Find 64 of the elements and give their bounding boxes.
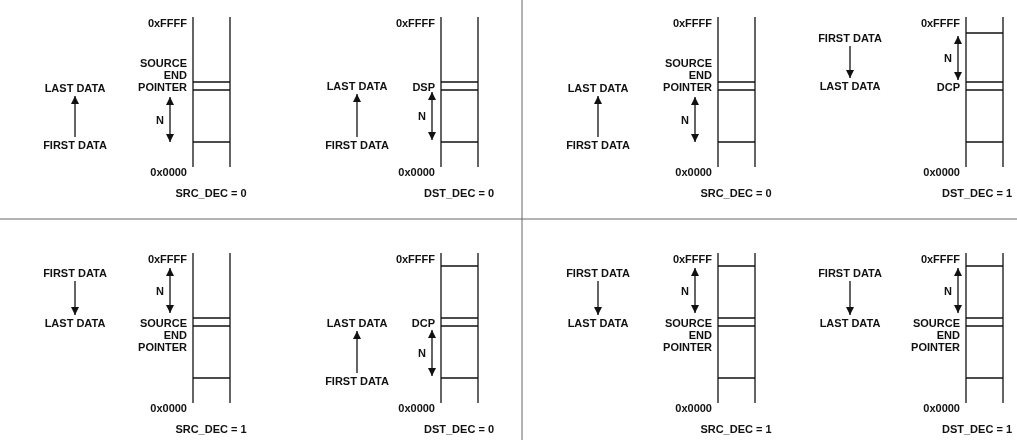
data-position-label: LAST DATA bbox=[567, 317, 629, 329]
address-label: 0xFFFF bbox=[147, 253, 187, 265]
length-label: N bbox=[156, 284, 164, 297]
address-label: 0x0000 bbox=[150, 402, 187, 414]
length-label: N bbox=[418, 347, 426, 359]
arrow bbox=[71, 280, 79, 316]
flag-label: SRC_DEC = 1 bbox=[175, 423, 247, 435]
arrow bbox=[594, 280, 602, 316]
address-label: 0xFFFF bbox=[920, 17, 960, 29]
address-label: 0xFFFF bbox=[395, 253, 435, 265]
flag-label: DST_DEC = 1 bbox=[942, 187, 1012, 199]
flag-label: DST_DEC = 1 bbox=[942, 423, 1012, 435]
address-label: 0x0000 bbox=[675, 166, 712, 178]
address-label: 0xFFFF bbox=[395, 17, 435, 29]
pointer-label: SOURCE END POINTER bbox=[663, 317, 712, 353]
address-label: 0x0000 bbox=[923, 166, 960, 178]
pointer-label: SOURCE END POINTER bbox=[663, 57, 712, 93]
flag-label: DST_DEC = 0 bbox=[424, 423, 494, 435]
data-position-label: LAST DATA bbox=[819, 317, 881, 329]
data-position-label: FIRST DATA bbox=[818, 267, 882, 279]
data-position-label: LAST DATA bbox=[326, 317, 388, 329]
address-label: 0xFFFF bbox=[147, 17, 187, 29]
arrow bbox=[846, 280, 854, 316]
arrow bbox=[71, 95, 79, 138]
length-label: N bbox=[944, 284, 952, 297]
arrow bbox=[594, 95, 602, 138]
address-label: 0xFFFF bbox=[672, 253, 712, 265]
data-position-label: FIRST DATA bbox=[43, 267, 107, 279]
data-position-label: FIRST DATA bbox=[43, 139, 107, 151]
data-position-label: LAST DATA bbox=[819, 80, 881, 92]
pointer-label: SOURCE END POINTER bbox=[138, 57, 187, 93]
length-label: N bbox=[681, 113, 689, 126]
address-label: 0xFFFF bbox=[672, 17, 712, 29]
data-position-label: FIRST DATA bbox=[325, 139, 389, 151]
data-position-label: LAST DATA bbox=[326, 80, 388, 92]
address-label: 0x0000 bbox=[398, 166, 435, 178]
data-position-label: LAST DATA bbox=[567, 82, 629, 94]
arrow bbox=[353, 93, 361, 138]
flag-label: SRC_DEC = 0 bbox=[175, 187, 247, 199]
length-label: N bbox=[156, 113, 164, 126]
pointer-label: DSP bbox=[412, 81, 435, 93]
pointer-label: DCP bbox=[411, 317, 435, 329]
data-position-label: LAST DATA bbox=[44, 82, 106, 94]
data-position-label: FIRST DATA bbox=[566, 139, 630, 151]
address-label: 0x0000 bbox=[150, 166, 187, 178]
length-label: N bbox=[944, 52, 952, 64]
pointer-label: SOURCE END POINTER bbox=[911, 317, 960, 353]
flag-label: SRC_DEC = 1 bbox=[700, 423, 772, 435]
data-position-label: FIRST DATA bbox=[566, 267, 630, 279]
length-label: N bbox=[418, 110, 426, 122]
address-label: 0x0000 bbox=[675, 402, 712, 414]
data-position-label: LAST DATA bbox=[44, 317, 106, 329]
length-label: N bbox=[681, 284, 689, 297]
address-label: 0x0000 bbox=[398, 402, 435, 414]
pointer-label: DCP bbox=[936, 81, 960, 93]
address-label: 0xFFFF bbox=[920, 253, 960, 265]
arrow bbox=[846, 45, 854, 79]
pointer-label: SOURCE END POINTER bbox=[138, 317, 187, 353]
arrow bbox=[353, 330, 361, 374]
data-position-label: FIRST DATA bbox=[818, 32, 882, 44]
data-position-label: FIRST DATA bbox=[325, 375, 389, 387]
flag-label: DST_DEC = 0 bbox=[424, 187, 494, 199]
flag-label: SRC_DEC = 0 bbox=[700, 187, 772, 199]
address-label: 0x0000 bbox=[923, 402, 960, 414]
